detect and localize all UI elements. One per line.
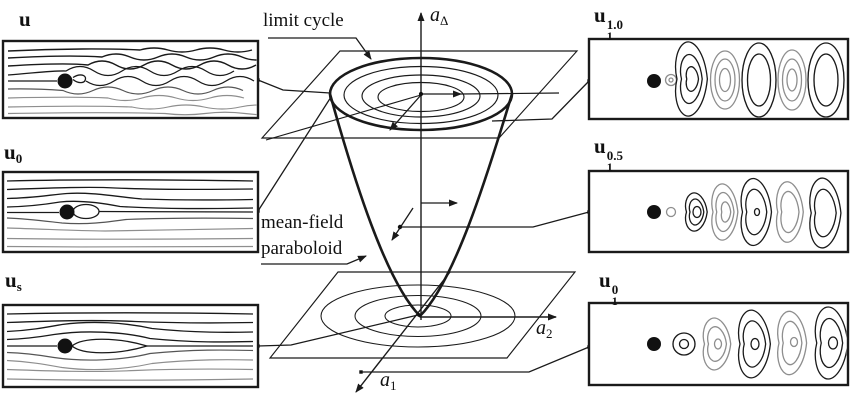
- cylinder-dot-r2: [647, 205, 661, 219]
- panel-label-u: u: [19, 7, 31, 31]
- transient-state-arrows: [391, 199, 458, 241]
- connector-us: [257, 314, 419, 347]
- panel-u1-0.5-frame: [587, 169, 850, 254]
- annotation-limit-cycle: limit cycle: [263, 10, 344, 31]
- panel-us-streamlines: [6, 312, 254, 381]
- cylinder-dot-u: [57, 73, 73, 89]
- connector-u1-0.5: [401, 211, 590, 228]
- axis-label-a2: a2: [536, 317, 553, 341]
- limit-cycle-inner-spiral: [343, 65, 499, 125]
- panel-label-u0: u0: [4, 140, 23, 166]
- panel-u0-streamlines: [6, 179, 254, 248]
- axis-a1: [355, 271, 451, 393]
- cylinder-dot-r3: [647, 337, 661, 351]
- limit-cycle-leader: [268, 37, 372, 60]
- limit-cycle-orbit: [328, 56, 514, 132]
- panel-u1-1.0-contours: [647, 41, 845, 118]
- connector-u0: [257, 96, 332, 212]
- axis-label-a1: a1: [380, 369, 397, 393]
- cylinder-dot-us: [57, 338, 73, 354]
- panel-u1-0-frame: [587, 301, 850, 387]
- limit-cycle-plane-arrows: [265, 90, 560, 141]
- fixed-point-dot: [417, 313, 421, 317]
- panel-u-frame: [1, 39, 260, 120]
- fixed-point-spiral: [320, 284, 516, 348]
- panel-u-streamlines: [7, 47, 257, 116]
- fixed-point-plane: [268, 271, 577, 359]
- panel-u1-1.0-frame: [587, 37, 850, 121]
- panel-u1-0.5-contours: [647, 177, 842, 249]
- connector-u: [257, 79, 331, 94]
- mean-field-leader: [261, 255, 367, 265]
- phase-space-sketch: [260, 12, 579, 393]
- panel-label-us: us: [5, 268, 22, 294]
- panel-connectors: [256, 78, 591, 374]
- panel-u1-0-contours: [647, 306, 847, 380]
- cylinder-dot-u0: [59, 204, 75, 220]
- cylinder-dot-r1: [647, 74, 661, 88]
- connector-u1-1.0: [491, 80, 590, 122]
- connector-u1-0: [361, 346, 590, 373]
- axis-label-a-delta: aΔ: [430, 4, 449, 28]
